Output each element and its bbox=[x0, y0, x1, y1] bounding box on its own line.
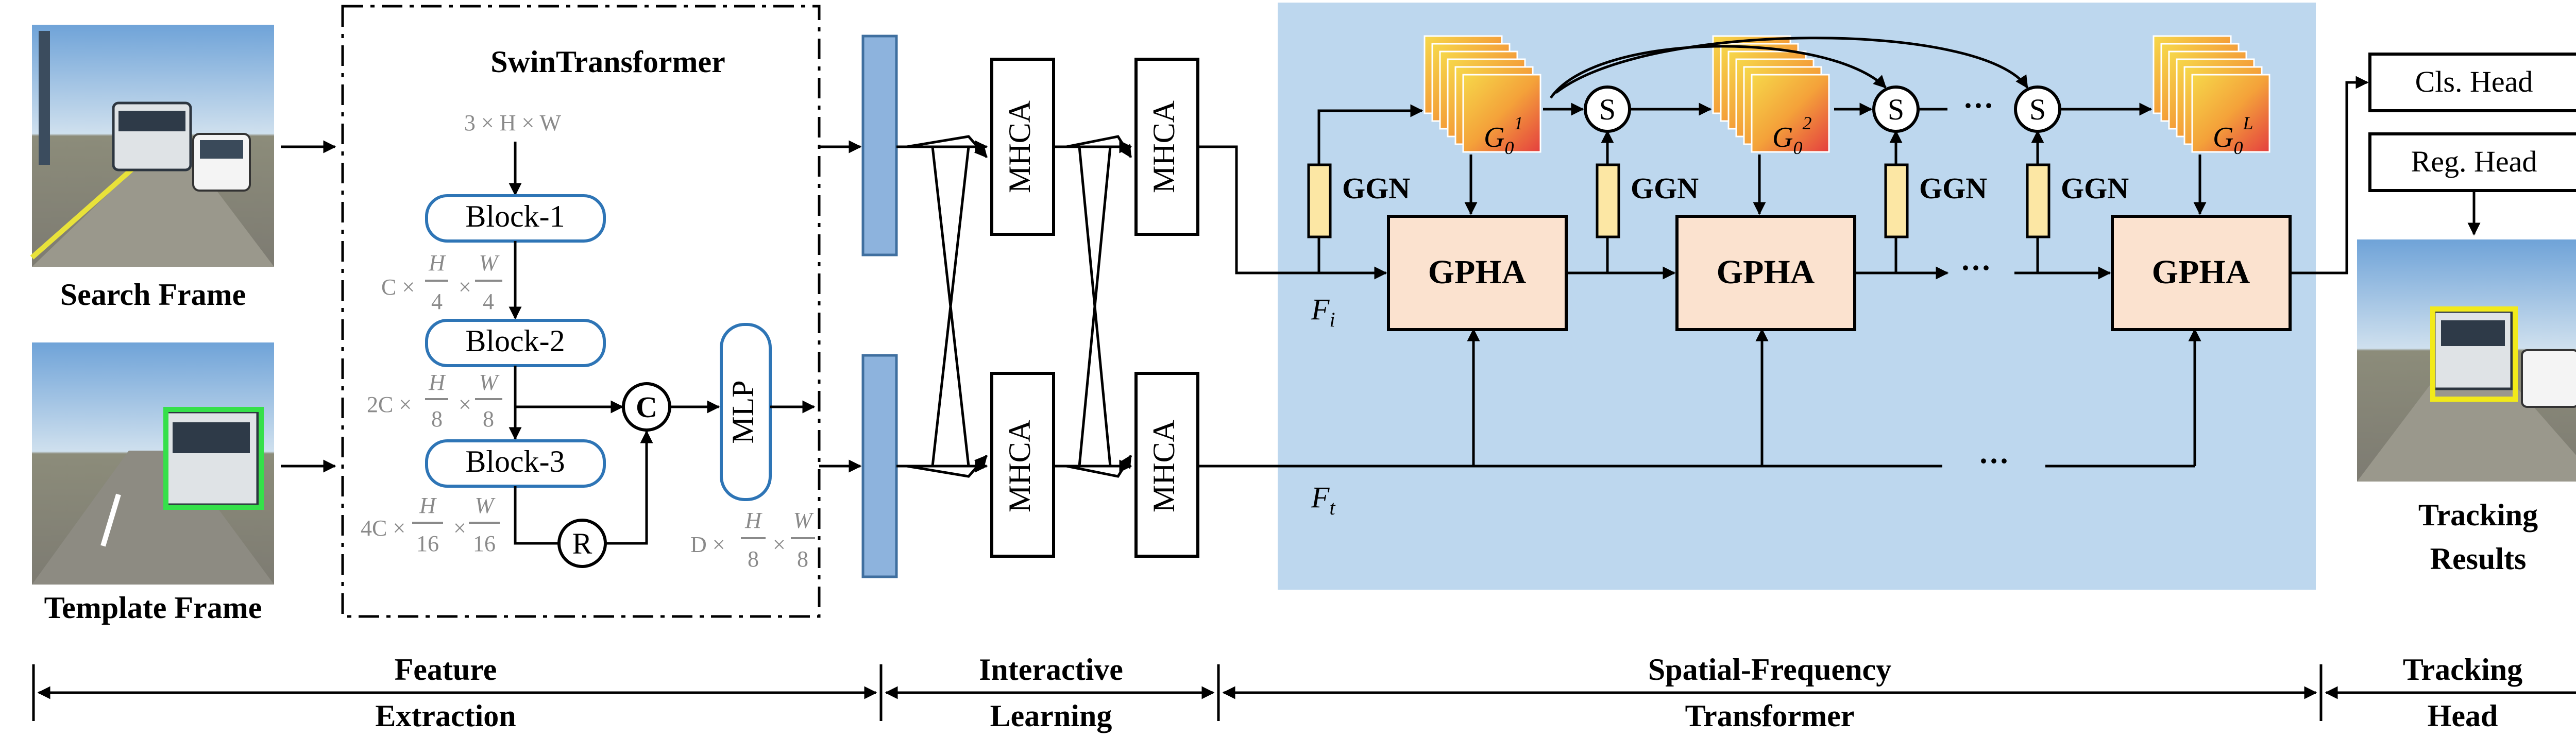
mhca-1a-label: MHCA bbox=[1003, 100, 1037, 193]
ft-label: Ft bbox=[1311, 481, 1335, 519]
stage-4-line1: Tracking bbox=[2403, 653, 2522, 687]
freq-map-1: G01 bbox=[1423, 35, 1541, 158]
tracking-result-image bbox=[2357, 239, 2576, 482]
block-2-label: Block-2 bbox=[465, 324, 565, 358]
ggn-3: GGN bbox=[1884, 130, 1987, 273]
ggn-1-label: GGN bbox=[1342, 171, 1410, 205]
svg-text:W: W bbox=[479, 370, 500, 395]
svg-text:×: × bbox=[459, 392, 471, 417]
gpha-1-label: GPHA bbox=[1428, 253, 1527, 291]
stage-1-line2: Extraction bbox=[375, 699, 516, 733]
ellipsis-top: ··· bbox=[1963, 89, 1994, 123]
svg-text:H: H bbox=[428, 250, 446, 276]
mhca-1b bbox=[990, 372, 1055, 558]
stage-3-line2: Transformer bbox=[1685, 699, 1855, 733]
ggn-2: GGN bbox=[1596, 130, 1699, 273]
stage-2-line2: Learning bbox=[990, 699, 1112, 733]
svg-text:H: H bbox=[419, 493, 437, 518]
ggn-4-label: GGN bbox=[2061, 171, 2129, 205]
svg-text:G0L: G0L bbox=[2213, 113, 2253, 158]
stage-2-line1: Interactive bbox=[979, 653, 1123, 687]
template-frame-label: Template Frame bbox=[44, 591, 262, 625]
cls-head-label: Cls. Head bbox=[2415, 65, 2533, 98]
dim-block-3: 4C × H 16 × W 16 bbox=[361, 493, 500, 556]
svg-text:S: S bbox=[1599, 93, 1616, 126]
reg-head bbox=[2368, 132, 2576, 192]
result-bbox bbox=[2430, 306, 2518, 402]
fi-label: Fi bbox=[1311, 293, 1335, 331]
svg-text:G01: G01 bbox=[1484, 113, 1523, 158]
gpha-1 bbox=[1387, 215, 1568, 331]
reg-head-label: Reg. Head bbox=[2411, 145, 2537, 178]
ggn-3-label: GGN bbox=[1919, 171, 1987, 205]
dim-mlp: D × H 8 × W 8 bbox=[690, 508, 815, 572]
svg-text:2C ×: 2C × bbox=[367, 392, 412, 417]
swin-transformer-box bbox=[341, 5, 821, 618]
svg-text:W: W bbox=[479, 250, 500, 276]
template-frame-image bbox=[32, 342, 274, 585]
template-bbox bbox=[163, 407, 264, 510]
mhca-2a-label: MHCA bbox=[1147, 100, 1181, 193]
svg-text:8: 8 bbox=[483, 406, 494, 432]
svg-text:×: × bbox=[453, 516, 466, 541]
block-3-label: Block-3 bbox=[465, 444, 565, 478]
svg-text:8: 8 bbox=[431, 406, 443, 432]
freq-map-3: G0L bbox=[2153, 35, 2270, 158]
svg-text:W: W bbox=[793, 508, 814, 533]
svg-text:H: H bbox=[428, 370, 446, 395]
svg-text:8: 8 bbox=[748, 546, 759, 572]
swin-title: SwinTransformer bbox=[490, 45, 725, 79]
ggn-2-label: GGN bbox=[1631, 171, 1699, 205]
dim-block-2: 2C × H 8 × W 8 bbox=[367, 370, 502, 432]
mhca-2b bbox=[1134, 372, 1199, 558]
mhca-stage1 bbox=[896, 135, 988, 478]
block-1-label: Block-1 bbox=[465, 199, 565, 233]
svg-text:C ×: C × bbox=[381, 274, 415, 300]
mhca-2a bbox=[1134, 58, 1199, 236]
svg-text:H: H bbox=[744, 508, 762, 533]
stage-4-line2: Head bbox=[2428, 699, 2498, 733]
result-label-2: Results bbox=[2430, 542, 2527, 576]
dim-block-1: C × H 4 × W 4 bbox=[381, 250, 502, 314]
mhca-stage2 bbox=[1054, 135, 1132, 478]
mlp-box bbox=[720, 323, 772, 501]
concat-label: C bbox=[636, 390, 657, 424]
svg-text:4: 4 bbox=[483, 289, 494, 314]
mhca-2b-label: MHCA bbox=[1147, 420, 1181, 512]
svg-text:G02: G02 bbox=[1772, 113, 1811, 158]
gpha-2-label: GPHA bbox=[1717, 253, 1815, 291]
stage-1-line1: Feature bbox=[395, 653, 497, 687]
svg-text:4C ×: 4C × bbox=[361, 516, 405, 541]
input-dim: 3 × H × W bbox=[464, 110, 562, 135]
reshape-label: R bbox=[572, 527, 592, 560]
stage-ruler bbox=[32, 664, 2576, 721]
svg-text:×: × bbox=[459, 274, 471, 300]
svg-text:16: 16 bbox=[416, 531, 439, 556]
svg-text:S: S bbox=[2029, 93, 2046, 126]
svg-text:8: 8 bbox=[797, 546, 808, 572]
template-token-bar bbox=[861, 354, 898, 578]
search-frame-label: Search Frame bbox=[60, 278, 246, 312]
gpha-2 bbox=[1675, 215, 1856, 331]
gpha-3-label: GPHA bbox=[2152, 253, 2250, 291]
stage-3-line1: Spatial-Frequency bbox=[1648, 653, 1891, 687]
svg-text:4: 4 bbox=[431, 289, 443, 314]
ellipsis-mid: ··· bbox=[1960, 251, 1991, 285]
svg-text:×: × bbox=[773, 532, 786, 557]
svg-text:D ×: D × bbox=[690, 532, 725, 557]
svg-text:W: W bbox=[475, 493, 496, 518]
svg-text:16: 16 bbox=[473, 531, 496, 556]
ellipsis-bottom: ··· bbox=[1978, 444, 2009, 478]
cls-head bbox=[2368, 53, 2576, 112]
result-label-1: Tracking bbox=[2418, 498, 2538, 532]
mlp-label: MLP bbox=[726, 380, 760, 443]
search-frame-image bbox=[30, 25, 274, 267]
search-token-bar bbox=[861, 35, 898, 256]
svg-text:S: S bbox=[1888, 93, 1904, 126]
ggn-4: GGN bbox=[2026, 130, 2129, 273]
ggn-1: GGN bbox=[1307, 104, 1423, 273]
mhca-1b-label: MHCA bbox=[1003, 420, 1037, 512]
